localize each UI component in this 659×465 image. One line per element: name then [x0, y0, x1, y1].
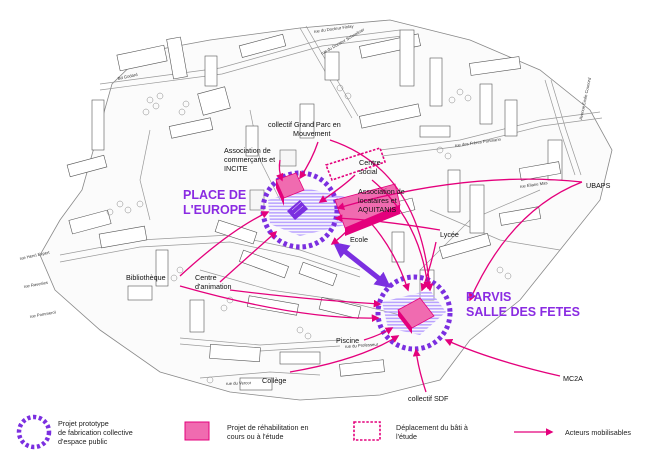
place-labels: PLACE DE L'EUROPE PARVIS SALLE DES FETES: [183, 188, 580, 319]
street-ravesies: rue Ravesies: [23, 280, 48, 289]
legend-deplacement: Déplacement du bâti à l'étude: [353, 421, 468, 441]
arrow-ubaps: [468, 181, 583, 302]
arrow-ubaps-europe: [336, 178, 583, 211]
street-docteur-finlay: rue du Docteur Finlay: [313, 23, 354, 34]
place-europe-hatch: [268, 188, 350, 236]
parvis-dotted-ring: [375, 274, 453, 352]
arrow-college: [289, 335, 400, 373]
label-bibliotheque: Bibliothèque: [126, 273, 166, 282]
arrow-centre-social-parvis: [371, 179, 432, 290]
label-commercants-line2: commerçants et: [224, 155, 275, 164]
link-europe-parvis: [332, 242, 392, 288]
street-freres-portmann: rue des Frères Portmann: [454, 136, 501, 148]
arrow-piscine: [363, 327, 394, 341]
street-vercor: rue du Vercor: [226, 380, 252, 386]
label-grand-parc-line1: collectif Grand Parc en: [268, 120, 341, 129]
street-professeur: rue du Professeur: [345, 342, 379, 349]
street-henri-expert: rue Henri Expert: [19, 250, 51, 261]
street-eliane-mas: rue Eliane Mas: [519, 180, 547, 189]
actor-arrows: [179, 139, 583, 393]
arrow-locataires: [369, 221, 410, 292]
label-centre-animation-line1: Centre: [195, 273, 217, 282]
legend: Projet prototype de fabrication collecti…: [16, 414, 631, 450]
place-europe-pavilion: [287, 200, 308, 220]
label-ecole: Ecole: [350, 235, 368, 244]
legend-prototype-line2: de fabrication collective: [58, 428, 133, 437]
legend-rehabilitation-line1: Projet de réhabilitation en: [227, 423, 309, 432]
arrow-bibliotheque: [179, 211, 270, 277]
parvis-label-line2: SALLE DES FETES: [466, 305, 580, 319]
legend-dotted-circle-icon: [16, 414, 52, 450]
arrow-centre-animation: [219, 230, 278, 283]
label-locataires-line3: AQUITANIS: [358, 205, 396, 214]
legend-filled-square-icon: [184, 421, 210, 441]
trees: [106, 84, 512, 384]
legend-rehabilitation-line2: cours ou à l'étude: [227, 432, 284, 441]
legend-deplacement-line1: Déplacement du bâti à: [396, 423, 468, 432]
salle-fetes-building: [397, 297, 435, 329]
arrow-collectif-sdf: [412, 348, 427, 393]
centre-social-displaced-building: [324, 147, 387, 182]
label-piscine: Piscine: [336, 336, 359, 345]
legend-acteurs: Acteurs mobilisables: [514, 428, 631, 437]
label-centre-animation-line2: d'animation: [195, 282, 232, 291]
legend-prototype: Projet prototype de fabrication collecti…: [16, 414, 133, 450]
label-centre-social-line2: social: [359, 167, 378, 176]
label-collectif-sdf: collectif SDF: [408, 394, 449, 403]
buildings: [66, 29, 563, 391]
label-locataires-line2: locataires et: [358, 196, 397, 205]
street-pommerol: rue Pommerol: [29, 309, 56, 319]
arrow-commercants: [276, 159, 284, 182]
label-commercants-line1: Association de: [224, 146, 271, 155]
legend-dashed-square-icon: [353, 421, 381, 441]
legend-deplacement-line2: l'étude: [396, 432, 417, 441]
label-mc2a: MC2A: [563, 374, 583, 383]
place-europe-label-line2: L'EUROPE: [183, 203, 246, 217]
label-centre-social-line1: Centre: [359, 158, 381, 167]
legend-acteurs-label: Acteurs mobilisables: [565, 428, 631, 437]
place-europe-label-line1: PLACE DE: [183, 188, 246, 202]
arrow-ecole: [330, 227, 351, 245]
arrow-mc2a: [444, 339, 561, 377]
arrow-lycee-europe: [334, 214, 441, 231]
legend-prototype-line3: d'espace public: [58, 437, 108, 446]
label-ubaps: UBAPS: [586, 181, 611, 190]
parvis-label-line1: PARVIS: [466, 290, 511, 304]
street-godard: Bd Godard: [117, 72, 139, 81]
arrow-grand-parc: [299, 141, 319, 180]
label-locataires-line1: Association de: [358, 187, 405, 196]
arrow-centre-social: [318, 174, 356, 203]
actor-labels: collectif Grand Parc en Mouvement Associ…: [126, 120, 611, 403]
label-grand-parc-line2: Mouvement: [293, 129, 331, 138]
arrow-bibliotheque-parvis: [179, 285, 380, 323]
label-lycee: Lycée: [440, 230, 459, 239]
legend-rehabilitation: Projet de réhabilitation en cours ou à l…: [184, 421, 309, 441]
label-commercants-line3: INCITE: [224, 164, 248, 173]
label-college: Collège: [262, 376, 286, 385]
legend-prototype-line1: Projet prototype: [58, 419, 109, 428]
arrow-centre-animation-parvis: [229, 289, 382, 308]
arrow-lycee: [420, 241, 437, 292]
